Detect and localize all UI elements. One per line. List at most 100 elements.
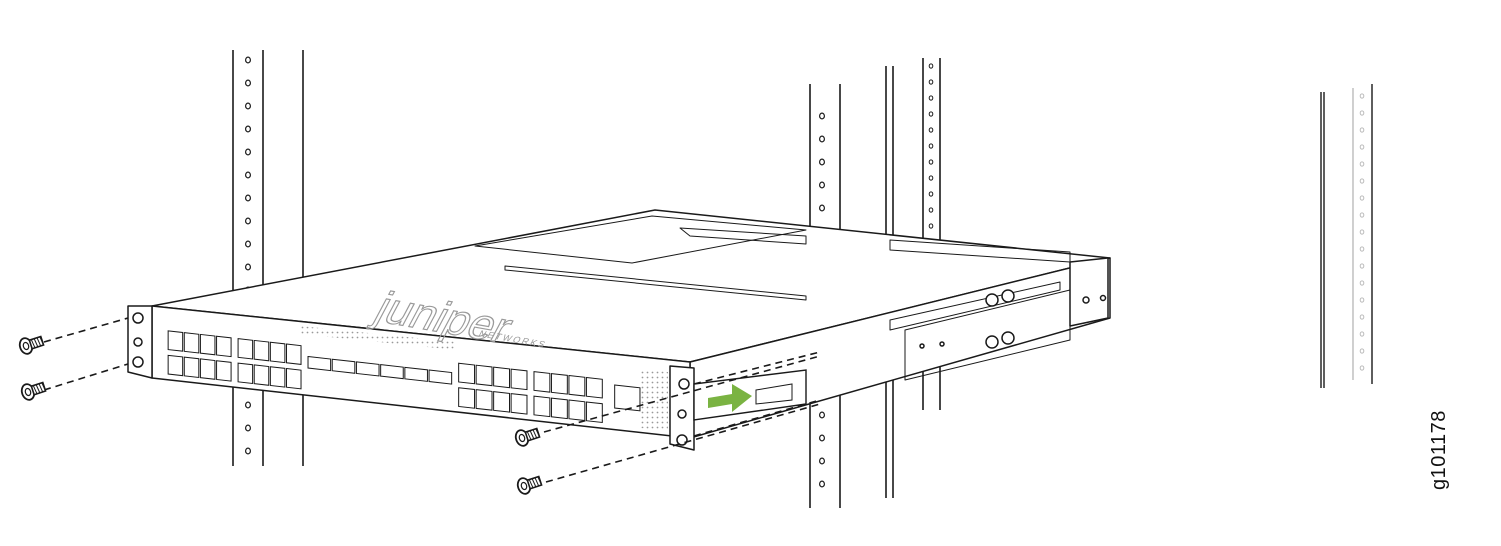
rack-hole: [818, 434, 825, 442]
screw: [20, 381, 47, 401]
port-cage: [475, 364, 493, 387]
screw: [18, 335, 45, 355]
switch-chassis: [127, 209, 1111, 451]
rack-hole: [928, 63, 934, 69]
port-cage: [183, 356, 200, 379]
rack-hole: [1359, 280, 1365, 286]
rack-hole: [1359, 365, 1365, 371]
port-cage: [216, 360, 232, 382]
left-rack-post: [232, 50, 304, 466]
rack-hole: [245, 424, 252, 432]
port-cage: [510, 393, 528, 415]
rack-hole: [818, 457, 825, 465]
port-cage: [199, 333, 216, 356]
screw-guides: [43, 317, 821, 483]
rack-hole: [1359, 144, 1365, 150]
port-cage: [355, 361, 380, 377]
rack-hole: [1359, 314, 1365, 320]
port-cage: [307, 355, 332, 372]
port-cage: [167, 354, 184, 377]
rack-hole: [928, 79, 934, 85]
port-cage: [183, 332, 200, 354]
port-cage: [404, 366, 428, 382]
rack-hole: [1359, 229, 1365, 235]
port-cage: [533, 371, 551, 393]
rack-hole: [928, 95, 934, 101]
port-cage: [458, 362, 476, 385]
rack-hole: [1359, 178, 1365, 184]
port-cage: [510, 368, 528, 391]
rack-hole: [818, 181, 825, 189]
rack-hole: [1359, 212, 1365, 218]
port-cage: [568, 374, 586, 397]
rack-hole: [245, 401, 252, 409]
port-cage: [493, 391, 511, 413]
rack-hole: [245, 171, 252, 179]
rack-hole: [928, 111, 934, 117]
rack-hole: [1359, 246, 1365, 252]
port-array: [167, 330, 641, 424]
port-cage: [167, 330, 184, 352]
port-cage: [286, 367, 302, 390]
rack-hole: [818, 158, 825, 166]
rack-hole: [928, 143, 934, 149]
rack-hole: [245, 447, 252, 455]
port-cage: [380, 364, 404, 380]
rack-hole: [928, 223, 934, 229]
rack-hole: [928, 159, 934, 165]
port-cage: [533, 395, 551, 418]
rack-hole: [245, 148, 252, 156]
port-cage: [331, 358, 356, 374]
port-cage: [550, 397, 568, 420]
port-cage: [253, 339, 270, 362]
rack-hole: [818, 204, 825, 212]
rack-hole: [1359, 110, 1365, 116]
rack-hole: [1359, 297, 1365, 303]
port-cage: [568, 399, 586, 422]
port-cage: [199, 358, 216, 380]
insertion-arrow: [708, 384, 752, 412]
rack-hole: [245, 217, 252, 225]
port-cage: [585, 376, 603, 399]
figure-id: g101178: [1428, 410, 1450, 490]
port-cage: [585, 401, 603, 424]
rack-hole: [1359, 161, 1365, 167]
port-cage: [253, 364, 270, 386]
screw-group: [18, 335, 543, 495]
rack-hole: [245, 194, 252, 202]
port-cage: [216, 335, 232, 358]
port-cage: [428, 369, 453, 385]
rack-hole: [818, 480, 825, 488]
rack-hole: [1359, 348, 1365, 354]
rack-hole: [1359, 331, 1365, 337]
port-cage: [475, 389, 493, 411]
rack-hole: [818, 112, 825, 120]
rack-hole: [245, 102, 252, 110]
rack-hole: [245, 240, 252, 248]
port-cage: [237, 362, 254, 385]
port-cage: [493, 366, 511, 389]
far-rack-post: [1320, 84, 1373, 388]
screw: [514, 427, 541, 447]
port-cage: [550, 373, 568, 395]
rack-hole: [928, 127, 934, 133]
rack-hole: [928, 207, 934, 213]
rack-hole: [245, 56, 252, 64]
rack-hole: [818, 135, 825, 143]
port-cage: [269, 341, 286, 364]
rack-hole: [245, 263, 252, 271]
rack-hole: [245, 79, 252, 87]
port-cage: [286, 343, 302, 365]
rack-hole: [1359, 195, 1365, 201]
rack-hole: [928, 191, 934, 197]
rack-hole: [245, 125, 252, 133]
rack-hole: [928, 175, 934, 181]
port-cage: [614, 384, 641, 412]
port-cage: [237, 338, 254, 360]
port-cage: [458, 387, 476, 409]
rack-hole: [1359, 93, 1365, 99]
screw: [516, 475, 543, 495]
port-cage: [269, 366, 286, 388]
